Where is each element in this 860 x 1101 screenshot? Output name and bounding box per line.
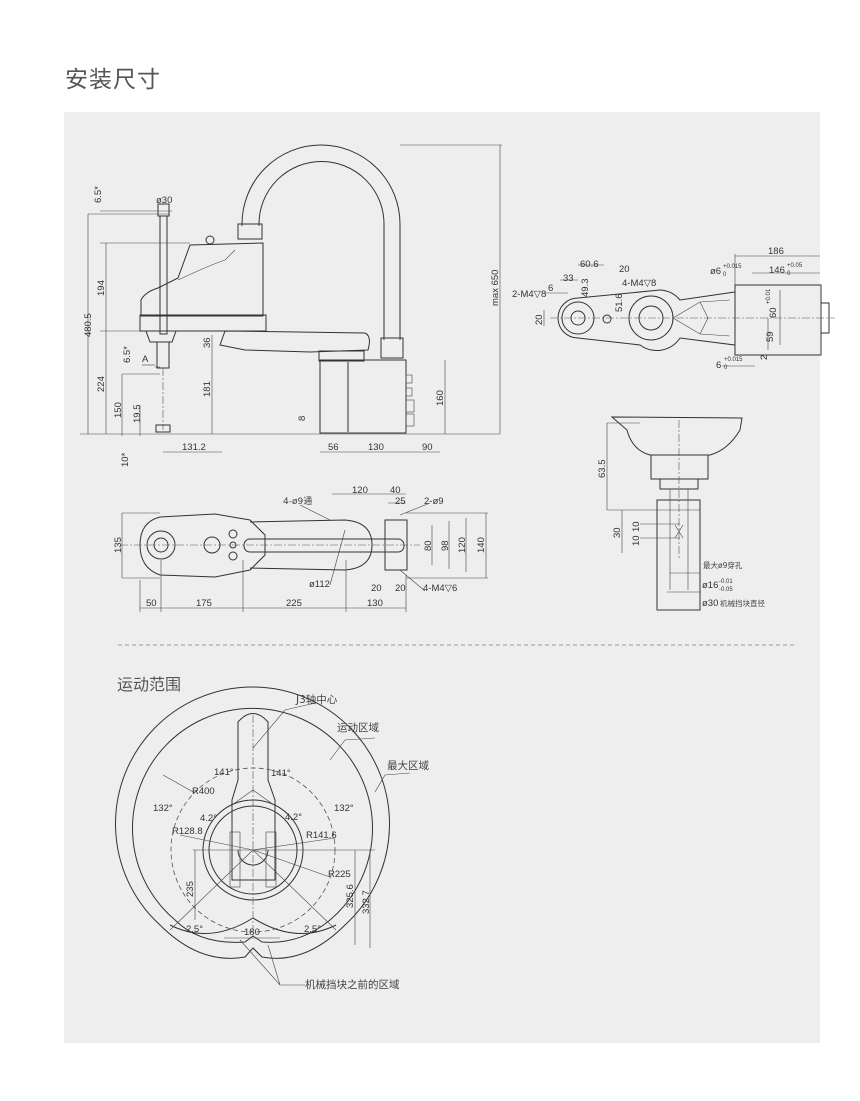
radius-400: R400 xyxy=(192,786,215,797)
dim-98: 98 xyxy=(440,540,451,551)
label-motion-area: 运动区域 xyxy=(337,721,379,734)
dia30-note: 机械挡块直径 xyxy=(720,598,765,608)
dim-dia16-tol-up: -0.01 xyxy=(719,579,733,585)
dim-49-3: 49.3 xyxy=(580,279,591,298)
dim-dia16-tol-dn: -0.05 xyxy=(719,587,733,593)
dim-30: 30 xyxy=(612,527,623,538)
dim-6b-zero: 0 xyxy=(724,365,728,371)
angle-141-left: 141° xyxy=(214,767,234,778)
angle-2-5-left: 2.5° xyxy=(186,924,203,935)
bottom-view: 120 40 4-ø9通 25 2-ø9 135 80 98 120 140 ø… xyxy=(113,485,488,612)
motion-range-diagram: J3轴中心 运动区域 最大区域 141° 141° R400 132° 132°… xyxy=(115,686,429,991)
angle-4-2-right: 4.2° xyxy=(285,812,302,823)
dim-dia6-top: ø6 xyxy=(710,266,721,277)
dim-36: 36 xyxy=(202,337,213,348)
dim-8: 8 xyxy=(297,416,308,421)
top-view: 186 ø6 +0.015 0 146 +0.05 0 60.6 20 33 4… xyxy=(512,246,835,371)
dim-6b-tol: +0.015 xyxy=(724,357,743,363)
dim-10-a: 10 xyxy=(631,521,642,532)
radius-128-8: R128.8 xyxy=(172,826,203,837)
dim-56: 56 xyxy=(328,442,339,453)
dim-20-left: 20 xyxy=(534,314,545,325)
dim-150: 150 xyxy=(113,402,124,418)
dim-dia30: ø30 xyxy=(702,598,718,609)
label-max-area: 最大区域 xyxy=(387,759,429,772)
dim-6: 6 xyxy=(548,283,553,294)
side-view: 6.5* ø30 194 480.5 6.5* A 224 150 19.5 1… xyxy=(80,144,502,467)
dim-dia6-tol: +0.015 xyxy=(723,264,742,270)
dim-325-6: 325.6 xyxy=(345,884,356,908)
dim-4-m4: 4-M4▽8 xyxy=(622,278,656,289)
angle-4-2-left: 4.2° xyxy=(200,813,217,824)
dim-225: 225 xyxy=(286,598,302,609)
radius-225: R225 xyxy=(328,869,351,880)
dim-60-tol: +0.01 xyxy=(766,288,772,304)
holes-4-m4: 4-M4▽6 xyxy=(423,583,457,594)
dim-130: 130 xyxy=(368,442,384,453)
dim-6-bottom: 6 xyxy=(716,360,721,371)
dim-480-5: 480.5 xyxy=(83,313,94,337)
dim-140: 140 xyxy=(476,537,487,553)
dim-332-7: 332.7 xyxy=(361,890,372,914)
holes-4-dia9: 4-ø9通 xyxy=(283,496,312,507)
dim-90: 90 xyxy=(422,442,433,453)
dim-40: 40 xyxy=(390,485,401,496)
dim-146-tol: +0.05 xyxy=(787,263,803,269)
shaft-view: 63.5 30 10 10 最大ø9穿孔 ø16 -0.01 -0.05 ø30… xyxy=(597,416,765,611)
dim-20-a: 20 xyxy=(371,583,382,594)
section-title-motion-range: 运动范围 xyxy=(117,675,181,694)
angle-132-right: 132° xyxy=(334,803,354,814)
dim-shaft-dia: ø30 xyxy=(156,195,172,206)
dim-max-650: max 650 xyxy=(490,270,501,306)
dim-20-b: 20 xyxy=(395,583,406,594)
dim-10-b: 10 xyxy=(631,535,642,546)
dim-181: 181 xyxy=(202,381,213,397)
radius-141-6: R141.6 xyxy=(306,830,337,841)
dim-60-6: 60.6 xyxy=(580,259,599,270)
angle-132-left: 132° xyxy=(153,803,173,814)
dim-186: 186 xyxy=(768,246,784,257)
view-a-label: A xyxy=(142,354,149,365)
dim-135: 135 xyxy=(113,537,124,553)
dim-59: 59 xyxy=(765,331,776,342)
dim-19-5: 19.5 xyxy=(132,405,143,424)
dim-235: 235 xyxy=(185,881,196,897)
dim-146-zero: 0 xyxy=(787,271,791,277)
dim-2: 2 xyxy=(759,355,770,360)
dim-63-5: 63.5 xyxy=(597,460,608,479)
dim-10: 10* xyxy=(120,452,131,467)
dim-194: 194 xyxy=(96,280,107,296)
dim-bottom-offset: 6.5* xyxy=(122,346,133,363)
dim-120-right: 120 xyxy=(457,537,468,553)
dim-top-offset: 6.5* xyxy=(93,186,104,203)
dim-dia112: ø112 xyxy=(309,579,330,590)
label-j3-center: J3轴中心 xyxy=(295,693,338,706)
dim-120-top: 120 xyxy=(352,485,368,496)
label-stop-area: 机械挡块之前的区域 xyxy=(305,978,400,991)
dim-80: 80 xyxy=(423,540,434,551)
dim-224: 224 xyxy=(96,376,107,392)
dim-130-bottom: 130 xyxy=(367,598,383,609)
dim-146: 146 xyxy=(769,265,785,276)
angle-2-5-right: 2.5° xyxy=(304,924,321,935)
dim-51-6: 51.6 xyxy=(614,294,625,313)
dim-2-m4: 2-M4▽8 xyxy=(512,289,546,300)
angle-141-right: 141° xyxy=(271,768,291,779)
dim-dia16: ø16 xyxy=(702,580,718,591)
drawing-panel xyxy=(64,112,820,1043)
dim-180: 180 xyxy=(244,927,260,938)
dim-20-top: 20 xyxy=(619,264,630,275)
holes-2-dia9: 2-ø9 xyxy=(424,496,444,507)
dim-60: 60 xyxy=(768,307,779,318)
dim-25: 25 xyxy=(395,496,406,507)
dim-131-2: 131.2 xyxy=(182,442,206,453)
max-hole-note: 最大ø9穿孔 xyxy=(703,560,743,570)
page-title: 安装尺寸 xyxy=(65,67,161,93)
dim-160: 160 xyxy=(435,390,446,406)
dim-175: 175 xyxy=(196,598,212,609)
dim-33: 33 xyxy=(563,273,574,284)
dim-50: 50 xyxy=(146,598,157,609)
dim-dia6-zero: 0 xyxy=(723,272,727,278)
